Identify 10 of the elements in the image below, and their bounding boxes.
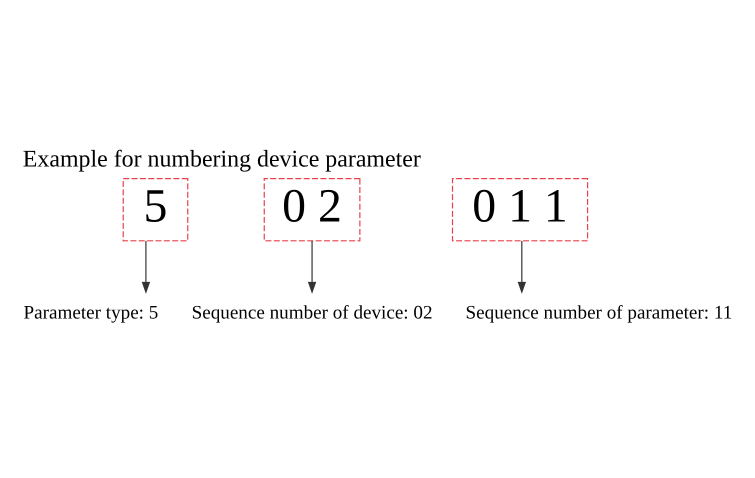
node-box: 5 [122, 178, 188, 242]
node-box: 0 1 1 [452, 178, 588, 242]
node-text: Sequence number of parameter: 11 [466, 302, 732, 324]
diagram-title: Example for numbering device parameter [22, 146, 421, 173]
arrow [518, 240, 526, 294]
node-text: Parameter type: 5 [24, 302, 158, 324]
arrow [308, 240, 316, 294]
arrow [142, 240, 150, 294]
node-text: Sequence number of device: 02 [192, 302, 433, 324]
node-box: 0 2 [264, 178, 360, 242]
